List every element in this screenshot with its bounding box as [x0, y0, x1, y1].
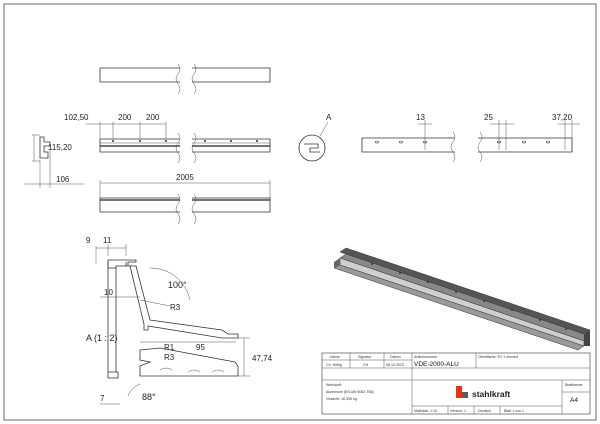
dim-106: 106 [56, 175, 70, 184]
tb-brand: stahlkraft [472, 389, 510, 399]
isometric-render [333, 247, 591, 351]
section-label: A (1 : 2) [86, 333, 118, 343]
tb-material-label: Werkstoff: [326, 383, 342, 387]
dim-angle-88: 88° [142, 392, 156, 402]
tb-scale: Maßstab: 1:15 [414, 409, 437, 413]
back-view-bar [361, 120, 580, 163]
dim-95: 95 [196, 343, 205, 352]
dim-9: 9 [86, 236, 91, 245]
dim-13: 13 [416, 113, 425, 122]
tb-drawn-signature: CH [363, 363, 369, 367]
dim-115-20: 115,20 [48, 143, 72, 152]
tb-format-label: Blattformat [565, 383, 582, 387]
front-view-holes [86, 122, 271, 164]
tb-sheet: Blatt 1 von 1 [504, 409, 524, 413]
tb-date-header: Datum [390, 355, 401, 359]
dim-37-20: 37,20 [552, 113, 573, 122]
tb-signature-header: Signatur [358, 355, 372, 359]
dim-10: 10 [104, 288, 113, 297]
tb-drawn-name: Ch. Höflig [326, 363, 342, 367]
side-profile [24, 134, 84, 188]
tb-article-label: Artikelnummer [414, 355, 438, 359]
dim-r3-top: R3 [170, 303, 181, 312]
dim-angle-100: 100° [168, 280, 187, 290]
detail-callout [298, 121, 329, 162]
dim-r3-bottom: R3 [164, 353, 175, 362]
tb-weight: Gewicht: 16,395 kg [326, 397, 357, 401]
top-view-bar [99, 180, 271, 225]
dim-200-a: 200 [118, 113, 132, 122]
sheet-frame [3, 3, 597, 421]
dim-200-b: 200 [146, 113, 160, 122]
tb-surface: Oberfläche: EV 1 eloxiert [478, 355, 518, 359]
title-block [321, 352, 591, 415]
tb-language: Deutsch [478, 409, 491, 413]
detail-label: A [326, 113, 332, 122]
tb-drawn-date: 06.12.2023 [386, 363, 404, 367]
dim-11: 11 [103, 236, 112, 245]
dim-r1: R1 [164, 343, 175, 352]
dim-102-50: 102,50 [64, 113, 89, 122]
tb-name-header: Name [330, 355, 340, 359]
dim-2005: 2005 [176, 173, 194, 182]
tb-version: Version: 1 [450, 409, 466, 413]
front-view-bar [99, 63, 271, 95]
tb-material: Aluminium (EN AW 6063 T66) [326, 390, 374, 394]
tb-format: A4 [570, 397, 578, 404]
section-view [95, 244, 250, 405]
dim-47-74: 47,74 [252, 354, 273, 363]
dim-7: 7 [100, 394, 105, 403]
tb-article-number: VDE-2000-ALU [414, 361, 459, 368]
dim-25: 25 [484, 113, 493, 122]
